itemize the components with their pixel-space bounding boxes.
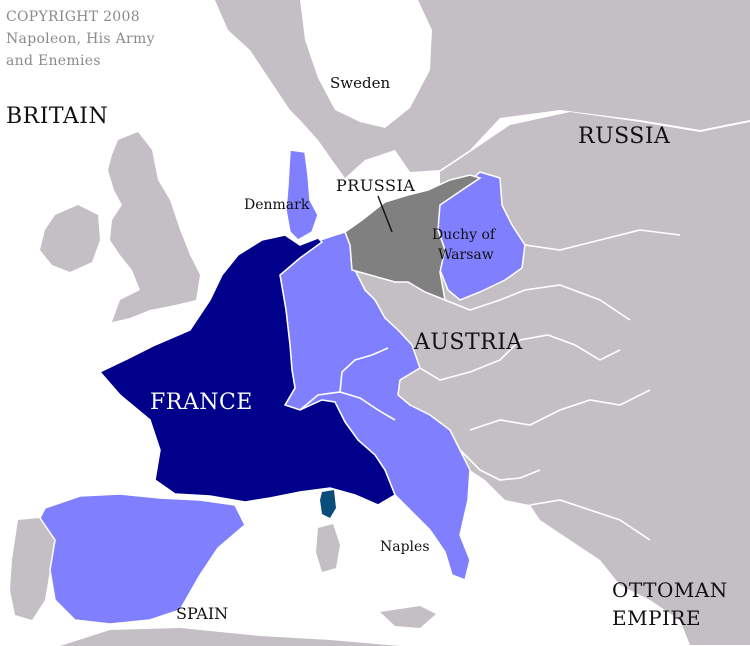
region-prussia xyxy=(344,174,482,302)
label-spain: SPAIN xyxy=(176,604,229,623)
french-allies-group xyxy=(39,149,526,625)
label-britain: BRITAIN xyxy=(6,104,109,129)
label-russia: RUSSIA xyxy=(578,124,671,149)
internal-borders xyxy=(299,171,681,541)
region-sicily xyxy=(380,606,436,628)
region-britain xyxy=(108,132,200,322)
label-denmark: Denmark xyxy=(244,197,310,213)
label-warsaw-line-2: Warsaw xyxy=(438,247,494,263)
region-ireland xyxy=(40,205,100,272)
region-denmark xyxy=(285,149,319,241)
label-prussia: PRUSSIA xyxy=(336,176,416,195)
label-ottoman-line-1: OTTOMAN xyxy=(612,578,728,602)
label-france: FRANCE xyxy=(150,390,253,415)
copyright-line-1: COPYRIGHT 2008 xyxy=(6,9,140,25)
region-corsica xyxy=(320,490,336,518)
region-spain xyxy=(39,493,246,625)
region-north-africa xyxy=(60,628,400,646)
region-sardinia xyxy=(316,524,340,572)
label-austria: AUSTRIA xyxy=(414,330,523,355)
label-naples: Naples xyxy=(380,539,430,555)
copyright-line-2: Napoleon, His Army xyxy=(6,31,155,47)
copyright-line-3: and Enemies xyxy=(6,53,101,69)
label-warsaw-line-1: Duchy of xyxy=(432,227,496,243)
region-scandinavia xyxy=(215,0,750,178)
region-portugal xyxy=(10,518,55,620)
region-france xyxy=(98,234,396,506)
label-sweden: Sweden xyxy=(330,74,391,92)
label-ottoman-line-2: EMPIRE xyxy=(612,606,702,630)
